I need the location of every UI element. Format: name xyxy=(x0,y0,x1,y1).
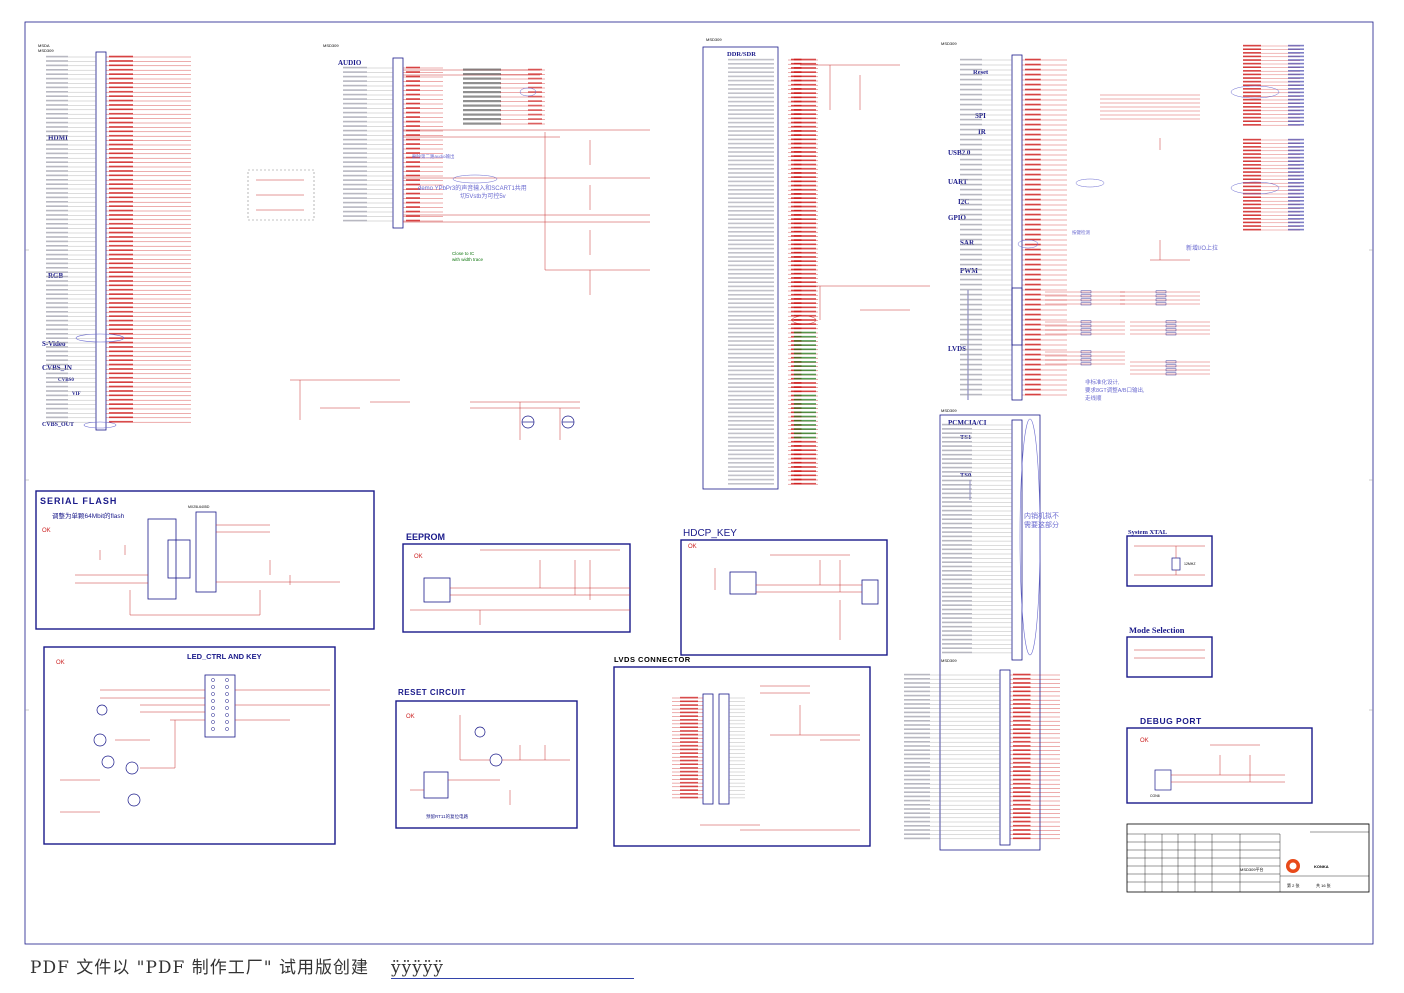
gpio-label: GPIO xyxy=(948,214,966,222)
title-block: MSD309平台 KONKA 第 2 张 共 16 张 xyxy=(1126,823,1370,893)
serial-flash-note: 调整为单颗64Mbit的flash xyxy=(52,511,125,520)
cvbs-out-label: CVBS_OUT xyxy=(42,422,74,428)
debug-port-title: DEBUG PORT xyxy=(1140,716,1202,726)
pwm-label: PWM xyxy=(960,267,978,275)
vif-label: VIF xyxy=(72,392,81,397)
title-total: 共 16 张 xyxy=(1316,882,1331,888)
audio-transistors xyxy=(521,415,575,429)
svideo-label: S-Video xyxy=(42,340,66,348)
usb-label: USB2.0 xyxy=(948,149,971,157)
power-chip-ref: MSD309 xyxy=(941,658,957,663)
title-company: KONKA xyxy=(1314,864,1329,869)
eeprom-ok: OK xyxy=(414,554,423,560)
xtal-title: System XTAL xyxy=(1128,529,1168,536)
reset-circuit-ok: OK xyxy=(406,714,415,720)
system-xtal-block: System XTAL 12MHZ xyxy=(1126,529,1213,587)
hdmi-chip-ref: MSDA xyxy=(38,43,50,48)
audio-note-1: 删除第二路audio输出 xyxy=(412,153,455,160)
audio-note-close: Close to IC xyxy=(452,251,475,256)
lvds-label: LVDS xyxy=(948,345,966,353)
spi-label: SPI xyxy=(975,112,986,120)
pcmcia-pin-rows xyxy=(942,423,1012,654)
ddr-pin-rows xyxy=(728,58,818,485)
hdcp-ok: OK xyxy=(688,544,697,550)
pcmcia-label: PCMCIA/CI xyxy=(948,419,987,427)
footer-tail: ÿÿÿÿÿ xyxy=(390,958,635,979)
led-ctrl-block: LED_CTRL AND KEY OK xyxy=(43,646,336,845)
footer-text: PDF 文件以 "PDF 制作工厂" 试用版创建 xyxy=(30,958,369,978)
led-ctrl-ok: OK xyxy=(56,660,65,666)
sar-note-1: 按键检测 xyxy=(1072,229,1090,236)
hdmi-chip-model: MSD309 xyxy=(38,48,54,53)
audio-block: MSD309 AUDIO 删除第二路audio输出 demo YPbPr3的声音… xyxy=(290,43,650,440)
serial-flash-title: SERIAL FLASH xyxy=(40,496,117,506)
led-header-pins xyxy=(211,678,229,731)
power-pins-block: MSD309 xyxy=(904,658,1060,846)
lvds-note-1: 非标准化设计, xyxy=(1085,378,1120,386)
reset-circuit-title: RESET CIRCUIT xyxy=(398,688,466,697)
audio-pin-rows xyxy=(343,66,443,222)
far-right-net-labels xyxy=(1243,44,1304,231)
audio-note-2: demo YPbPr3的声音输入和SCART1共用 xyxy=(418,184,527,192)
dashed-cap-block xyxy=(247,169,315,221)
audio-note-3: 切5Vstb为可控5v xyxy=(460,192,506,200)
debug-port-block: DEBUG PORT OK CON6 xyxy=(1126,716,1313,804)
title-page: 第 2 张 xyxy=(1287,882,1299,888)
eeprom-title: EEPROM xyxy=(406,532,445,542)
pcmcia-note: 内销机拟不需要这部分 xyxy=(1024,512,1059,529)
audio-chip-ref: MSD309 xyxy=(323,43,339,48)
ddr-chip-ref: MSD309 xyxy=(706,37,722,42)
pcmcia-chip-ref: MSD309 xyxy=(941,408,957,413)
ddr-label: DDR/SDR xyxy=(727,51,756,58)
hdcp-title: HDCP_KEY xyxy=(683,528,737,539)
debug-connector: CON6 xyxy=(1150,794,1160,798)
audio-coupling-caps xyxy=(463,68,545,125)
flash-chip-name: MX25L6405D xyxy=(188,505,210,509)
mode-selection-title: Mode Selection xyxy=(1129,625,1185,635)
ir-label: IR xyxy=(978,128,987,136)
audio-note-trace: with width trace xyxy=(452,257,484,262)
lvds-connector-block: LVDS CONNECTOR xyxy=(613,655,871,847)
audio-label: AUDIO xyxy=(338,59,362,67)
pcmcia-block: MSD309 PCMCIA/CI TS1 TS0 内销机拟不需要这部分 xyxy=(939,408,1059,851)
i2c-label: I2C xyxy=(958,198,969,206)
eeprom-block: EEPROM OK xyxy=(402,532,631,633)
lvds-note-2: 要求8GT调整A/B口输出, xyxy=(1085,386,1145,394)
xtal-freq: 12MHZ xyxy=(1184,562,1196,566)
power-pin-rows xyxy=(904,673,1060,840)
ddr-block: MSD309 DDR/SDR xyxy=(702,37,930,490)
hdmi-pin-rows xyxy=(46,55,191,423)
sar-note-2: 新增I/O上拉 xyxy=(1186,244,1218,252)
lvds-connector-title: LVDS CONNECTOR xyxy=(614,655,691,664)
uart-label: UART xyxy=(948,178,968,186)
cpu-chip-ref: MSD309 xyxy=(941,41,957,46)
resistor-arrays xyxy=(1045,94,1210,376)
cvbs0-label: CVBS0 xyxy=(58,378,74,383)
hdmi-ic-block: MSDA MSD309 HDMI RGB S-Video CVBS_IN CVB… xyxy=(38,43,191,431)
sar-label: SAR xyxy=(960,239,975,247)
lvds-connector-pins xyxy=(672,696,745,799)
sheet-frame xyxy=(24,21,1374,945)
led-ctrl-title: LED_CTRL AND KEY xyxy=(187,652,262,661)
cpu-io-block: MSD309 Reset SPI IR USB2.0 UART I2C GPIO… xyxy=(941,41,1218,402)
reset-circuit-block: RESET CIRCUIT OK 预留RT11的复位电路 xyxy=(395,688,578,829)
title-project: MSD309平台 xyxy=(1240,866,1264,872)
cvbs-in-label: CVBS_IN xyxy=(42,364,72,372)
reset-circuit-note: 预留RT11的复位电路 xyxy=(426,813,469,820)
reset-label: Reset xyxy=(973,69,989,76)
serial-flash-block: SERIAL FLASH 调整为单颗64Mbit的flash OK MX25L6… xyxy=(35,490,375,630)
debug-port-ok: OK xyxy=(1140,738,1149,744)
pdf-watermark-footer: PDF 文件以 "PDF 制作工厂" 试用版创建 ÿÿÿÿÿ xyxy=(30,953,635,979)
mode-selection-block: Mode Selection xyxy=(1126,625,1213,678)
serial-flash-ok: OK xyxy=(42,528,51,534)
cpu-pin-rows xyxy=(960,58,1067,396)
hdcp-block: HDCP_KEY OK xyxy=(680,528,888,656)
lvds-note-3: 走线顺 xyxy=(1085,394,1102,402)
hdmi-label: HDMI xyxy=(48,134,68,142)
